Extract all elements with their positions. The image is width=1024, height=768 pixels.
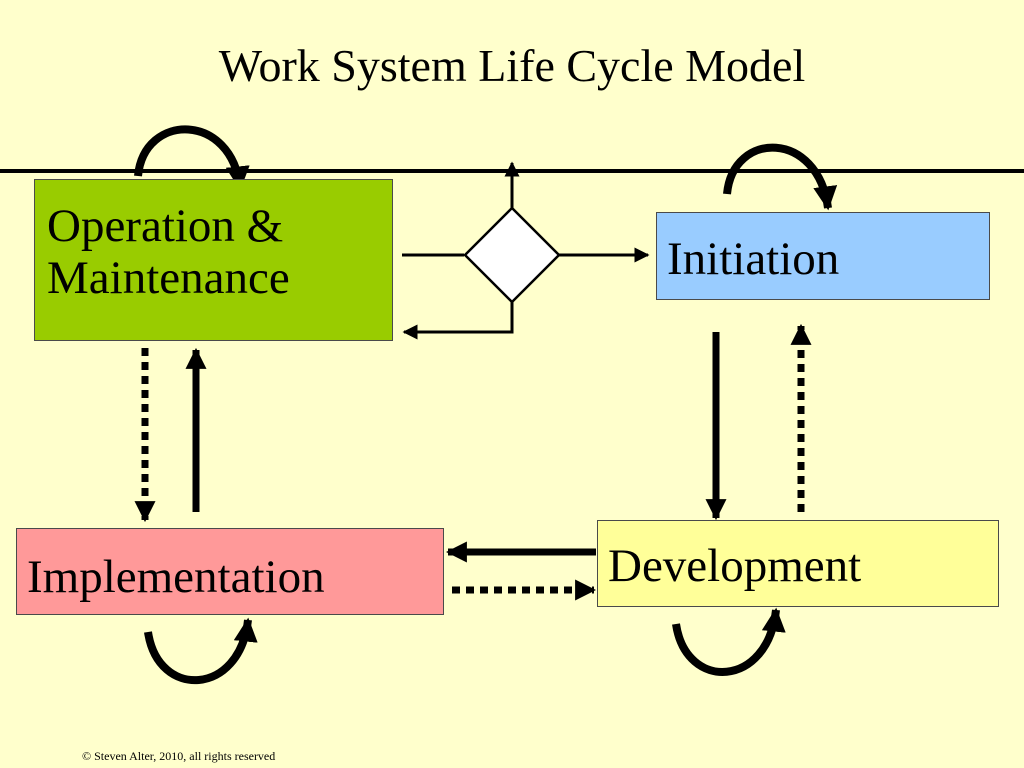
operation-maintenance-label-line2: Maintenance: [47, 252, 290, 304]
copyright-notice: © Steven Alter, 2010, all rights reserve…: [82, 749, 276, 763]
decision-return-to-om-arrow: [402, 302, 514, 340]
initiation-self-loop-arrow: [723, 143, 838, 211]
implementation-box: Implementation: [16, 528, 444, 615]
initiation-label: Initiation: [667, 233, 840, 285]
operation-maintenance-label-line1: Operation &: [47, 200, 284, 252]
om-self-loop-arrow: [134, 125, 250, 191]
implementation-self-loop-arrow: [144, 617, 258, 684]
implementation-label: Implementation: [27, 551, 325, 603]
development-self-loop-arrow: [672, 607, 786, 676]
initiation-box: Initiation: [656, 212, 990, 300]
decision-diamond: [463, 206, 561, 304]
development-label: Development: [608, 540, 862, 592]
operation-maintenance-box: Operation & Maintenance: [34, 179, 393, 341]
development-box: Development: [597, 520, 999, 607]
slide-title: Work System Life Cycle Model: [218, 40, 806, 91]
